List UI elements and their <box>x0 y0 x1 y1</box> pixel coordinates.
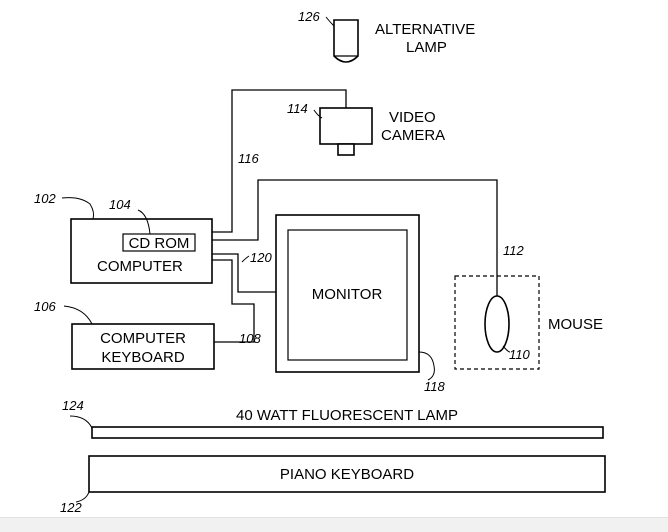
computer-label: COMPUTER <box>97 258 183 275</box>
ref-126: 126 <box>298 9 320 24</box>
ref-116: 116 <box>238 151 259 166</box>
mouse-label: MOUSE <box>548 316 603 333</box>
monitor-cable <box>212 253 276 293</box>
piano-keyboard: PIANO KEYBOARD 122 <box>60 455 606 515</box>
mouse-dashed-outline <box>454 275 540 370</box>
monitor-label: MONITOR <box>312 286 383 303</box>
ref-122: 122 <box>60 500 82 515</box>
video-camera-label-line1: VIDEO <box>389 109 436 126</box>
fluorescent-lamp-label: 40 WATT FLUORESCENT LAMP <box>236 407 458 424</box>
keyboard-cable <box>212 259 255 343</box>
ref-108: 108 <box>239 331 261 346</box>
alternative-lamp-label-line1: ALTERNATIVE <box>375 21 475 38</box>
computer-keyboard: COMPUTER KEYBOARD 106 <box>34 299 215 370</box>
ref-112: 112 <box>503 243 524 258</box>
mouse-cable <box>212 179 498 296</box>
video-camera: 114 VIDEO CAMERA <box>287 101 445 156</box>
ref-104: 104 <box>109 197 131 212</box>
piano-keyboard-label: PIANO KEYBOARD <box>280 466 414 483</box>
ref-118: 118 <box>424 379 445 394</box>
alternative-lamp: 126 ALTERNATIVE LAMP <box>298 9 475 63</box>
camera-cable <box>212 89 347 233</box>
monitor: MONITOR 118 <box>275 214 445 394</box>
computer: CD ROM COMPUTER 102 104 <box>34 191 213 284</box>
ref-124: 124 <box>62 398 84 413</box>
computer-keyboard-label-line2: KEYBOARD <box>101 349 185 366</box>
mouse: 110 MOUSE <box>454 275 603 370</box>
alternative-lamp-label-line2: LAMP <box>406 39 447 56</box>
ref-110: 110 <box>509 347 530 362</box>
fluorescent-lamp: 40 WATT FLUORESCENT LAMP 124 <box>62 398 604 439</box>
system-diagram: 126 ALTERNATIVE LAMP 114 VIDEO CAMERA 11… <box>34 9 606 515</box>
video-camera-label-line2: CAMERA <box>381 127 445 144</box>
cd-rom-drive <box>122 233 196 252</box>
computer-keyboard-label-line1: COMPUTER <box>100 330 186 347</box>
ref-114: 114 <box>287 101 308 116</box>
ref-120: 120 <box>250 250 272 265</box>
ref-102: 102 <box>34 191 56 206</box>
cd-rom-label: CD ROM <box>129 235 190 252</box>
ref-106: 106 <box>34 299 56 314</box>
bottom-bar <box>0 517 668 532</box>
